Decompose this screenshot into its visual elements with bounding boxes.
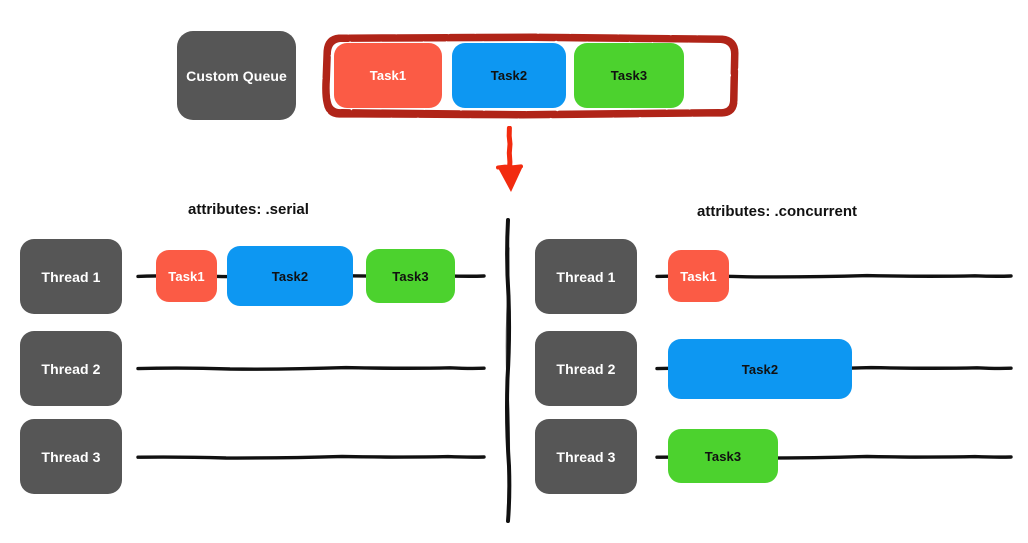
concurrent-thread-2-box: Thread 2 [535, 331, 637, 406]
serial-thread-1-task-3-label: Task3 [392, 268, 429, 284]
serial-thread-1-task-3: Task3 [366, 249, 455, 303]
concurrent-thread-1-task-1-label: Task1 [680, 268, 717, 284]
serial-thread-1-task-2: Task2 [227, 246, 353, 306]
concurrent-caption: attributes: .concurrent [697, 203, 858, 220]
concurrent-thread-1-box: Thread 1 [535, 239, 637, 314]
concurrent-thread-2-task-2-label: Task2 [741, 361, 779, 377]
queue-task-3: Task3 [574, 43, 684, 108]
panel-divider [495, 218, 521, 523]
serial-caption: attributes: .serial [188, 201, 309, 218]
queue-task-2-label: Task2 [490, 68, 528, 83]
serial-thread-3-label: Thread 3 [41, 448, 101, 465]
concurrent-thread-3-task-3: Task3 [668, 429, 778, 483]
queue-task-1-label: Task1 [369, 68, 407, 83]
queue-task-3-label: Task3 [610, 68, 648, 83]
queue-task-1: Task1 [334, 43, 442, 108]
serial-thread-1-label: Thread 1 [41, 268, 101, 285]
serial-thread-2-label: Thread 2 [41, 360, 101, 377]
concurrent-thread-1-task-1: Task1 [668, 250, 729, 302]
serial-thread-2-box: Thread 2 [20, 331, 122, 406]
dispatch-arrow-icon [493, 125, 527, 194]
serial-thread-2-timeline [136, 363, 486, 373]
serial-thread-3-timeline [136, 452, 486, 462]
concurrent-thread-3-task-3-label: Task3 [704, 448, 742, 464]
serial-thread-1-task-1-label: Task1 [168, 268, 205, 284]
serial-thread-1-task-1: Task1 [156, 250, 217, 302]
custom-queue-label: Custom Queue [186, 67, 287, 84]
custom-queue-box: Custom Queue [177, 31, 296, 120]
serial-thread-3-box: Thread 3 [20, 419, 122, 494]
concurrent-thread-2-label: Thread 2 [556, 360, 616, 377]
serial-thread-1-task-2-label: Task2 [271, 268, 309, 284]
concurrent-thread-3-label: Thread 3 [556, 448, 616, 465]
concurrent-thread-2-task-2: Task2 [668, 339, 852, 399]
concurrent-thread-3-box: Thread 3 [535, 419, 637, 494]
serial-thread-1-box: Thread 1 [20, 239, 122, 314]
concurrent-thread-1-label: Thread 1 [556, 268, 616, 285]
queue-task-2: Task2 [452, 43, 566, 108]
